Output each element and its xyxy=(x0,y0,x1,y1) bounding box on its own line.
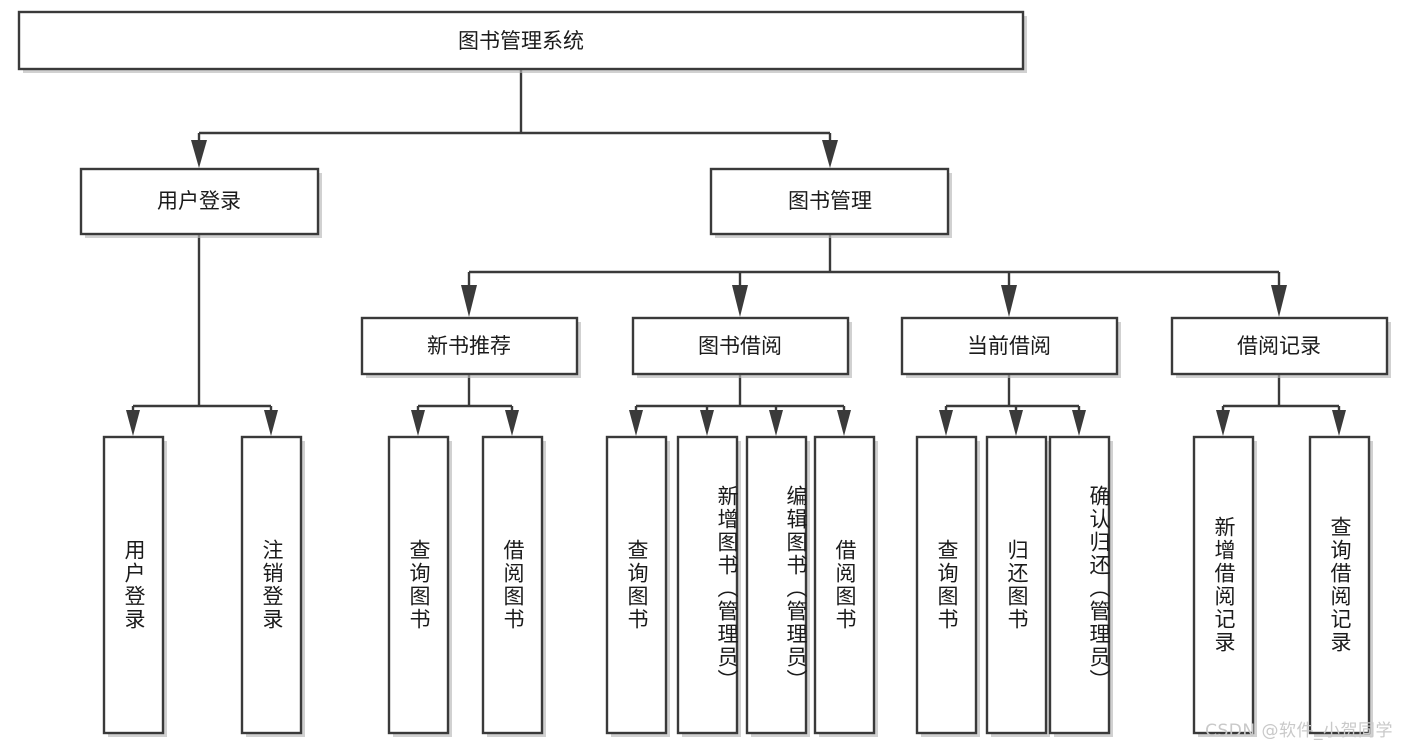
arrow-head-leaf-logout xyxy=(264,410,278,436)
watermark-text: CSDN @软件_小贺同学 xyxy=(1205,721,1393,741)
arrow-head-user-login xyxy=(191,140,207,168)
arrow-head-leaf-user-login xyxy=(126,410,140,436)
arrow-head-leaf-query-record xyxy=(1332,410,1346,436)
node-new-book-rec-box[interactable] xyxy=(360,316,579,376)
leaf-user-login-box[interactable] xyxy=(102,435,165,735)
arrow-head-leaf-add-record xyxy=(1216,410,1230,436)
node-book-manage[interactable]: 图书管理 xyxy=(709,167,952,238)
arrow-head-leaf-confirm-return xyxy=(1072,410,1086,436)
arrow-head-book-borrow xyxy=(732,285,748,317)
node-new-book-rec-label: 新书推荐 xyxy=(427,334,511,358)
node-root[interactable]: 图书管理系统 xyxy=(17,10,1027,73)
leaf-query-book-borrow-box[interactable] xyxy=(605,435,668,735)
arrow-head-leaf-query-book-cur xyxy=(939,410,953,436)
leaf-boxes xyxy=(102,435,1373,737)
node-borrow-record[interactable]: 借阅记录 xyxy=(1170,316,1391,378)
node-root-label: 图书管理系统 xyxy=(458,29,584,53)
leaf-query-book-rec-box[interactable] xyxy=(387,435,450,735)
arrow-head-current-borrow xyxy=(1001,285,1017,317)
node-book-borrow-label: 图书借阅 xyxy=(698,334,782,358)
arrow-head-leaf-borrow-book-rec xyxy=(505,410,519,436)
leaf-borrow-book-rec-box[interactable] xyxy=(481,435,544,735)
leaf-add-book-box[interactable] xyxy=(676,435,739,735)
leaf-query-record-box[interactable] xyxy=(1308,435,1371,735)
connector-group-new-book-rec xyxy=(411,374,519,436)
node-book-manage-label: 图书管理 xyxy=(788,189,872,213)
node-root-box[interactable] xyxy=(17,10,1025,71)
node-book-borrow-box[interactable] xyxy=(631,316,850,376)
node-current-borrow-label: 当前借阅 xyxy=(967,334,1051,358)
node-new-book-rec[interactable]: 新书推荐 xyxy=(360,316,581,378)
connector-group-borrow-record xyxy=(1216,374,1346,436)
node-user-login-box[interactable] xyxy=(79,167,320,236)
node-book-borrow[interactable]: 图书借阅 xyxy=(631,316,852,378)
node-borrow-record-label: 借阅记录 xyxy=(1237,334,1321,358)
connector-group-root xyxy=(191,69,838,168)
connector-group-current-borrow xyxy=(939,374,1086,436)
leaf-confirm-return-box[interactable] xyxy=(1048,435,1111,735)
node-current-borrow-box[interactable] xyxy=(900,316,1119,376)
node-current-borrow[interactable]: 当前借阅 xyxy=(900,316,1121,378)
connector-group-book-manage xyxy=(461,234,1287,317)
arrow-head-leaf-borrow-book xyxy=(837,410,851,436)
arrow-head-new-book-rec xyxy=(461,285,477,317)
leaf-borrow-book-box[interactable] xyxy=(813,435,876,735)
leaf-query-book-cur-box[interactable] xyxy=(915,435,978,735)
node-user-login-label: 用户登录 xyxy=(157,189,241,213)
arrow-head-leaf-query-book-rec xyxy=(411,410,425,436)
leaf-logout-box[interactable] xyxy=(240,435,303,735)
node-borrow-record-box[interactable] xyxy=(1170,316,1389,376)
arrow-head-borrow-record xyxy=(1271,285,1287,317)
connector-group-user-login xyxy=(126,234,278,436)
node-book-manage-box[interactable] xyxy=(709,167,950,236)
arrow-head-leaf-add-book xyxy=(700,410,714,436)
arrow-head-book-manage xyxy=(822,140,838,168)
arrow-head-leaf-query-book-borrow xyxy=(629,410,643,436)
connector-group-book-borrow xyxy=(629,374,851,436)
arrow-head-leaf-return-book xyxy=(1009,410,1023,436)
leaf-return-book-box[interactable] xyxy=(985,435,1048,735)
leaf-edit-book-box[interactable] xyxy=(745,435,808,735)
node-user-login[interactable]: 用户登录 xyxy=(79,167,322,238)
arrow-head-leaf-edit-book xyxy=(769,410,783,436)
leaf-add-record-box[interactable] xyxy=(1192,435,1255,735)
